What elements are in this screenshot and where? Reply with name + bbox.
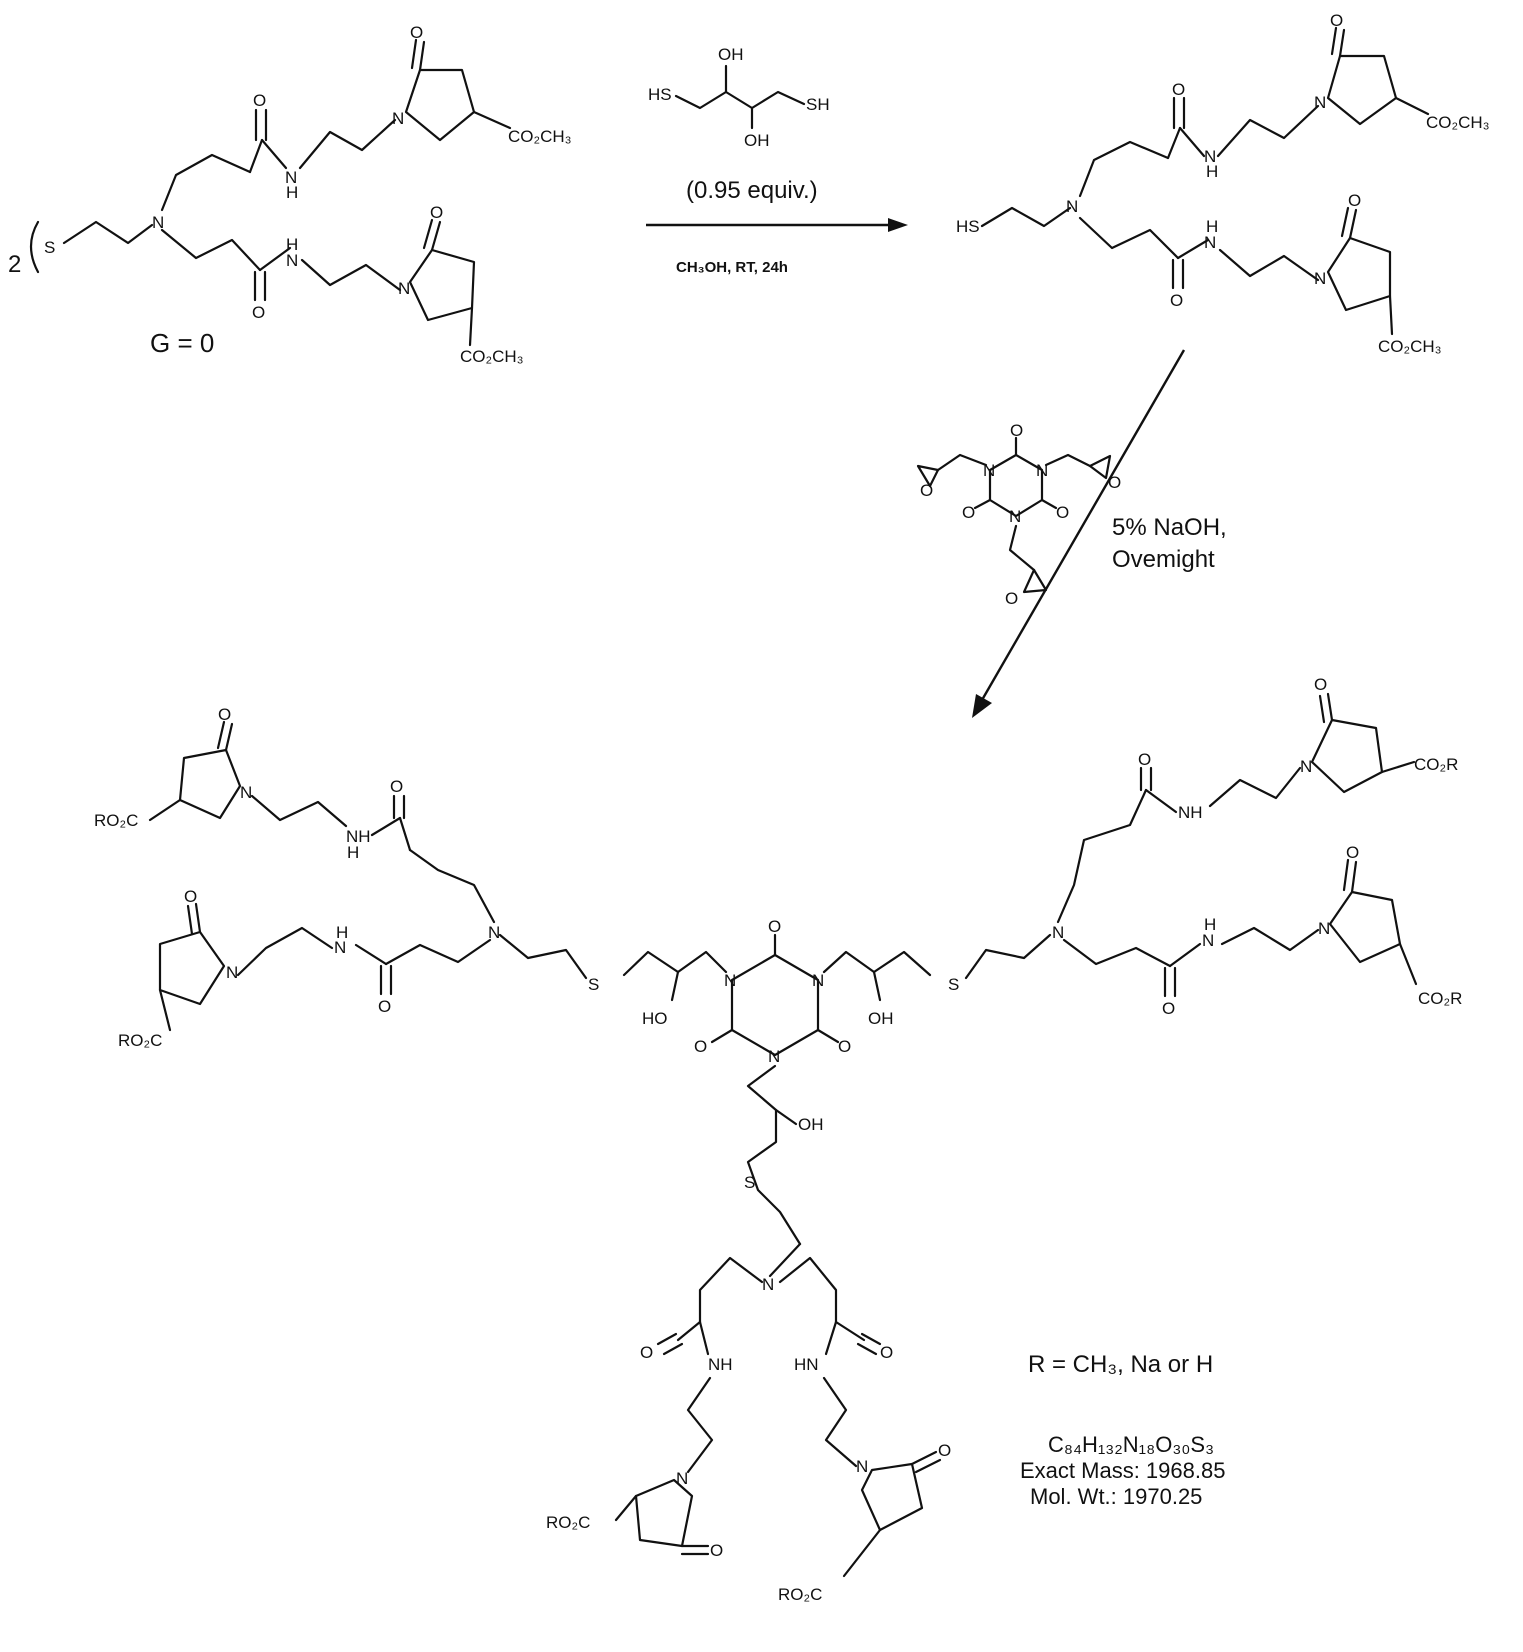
atom-label: N (392, 109, 404, 128)
atom-label: OH (798, 1115, 824, 1134)
atom-label: HS (956, 217, 980, 236)
atom-label: H (1206, 162, 1218, 181)
atom-label: O (1138, 750, 1151, 769)
atom-label: N (398, 279, 410, 298)
molecular-formula: C₈₄H₁₃₂N₁₈O₃₀S₃ (1048, 1432, 1214, 1457)
atom-label: H (347, 843, 359, 862)
atom-label: N (762, 1275, 774, 1294)
atom-label: O (1056, 503, 1069, 522)
atom-label: O (710, 1541, 723, 1560)
atom-label: N (724, 971, 736, 990)
atom-label: N (676, 1469, 688, 1488)
atom-label: O (1170, 291, 1183, 310)
atom-label: O (1346, 843, 1359, 862)
atom-label: O (920, 481, 933, 500)
starting-material-structure: 2 S N O N H N O CO₂CH₃ O H N N O CO₂CH₃ (8, 23, 572, 366)
atom-label: S (44, 238, 55, 257)
atom-label: S (588, 975, 599, 994)
atom-label: N (1314, 93, 1326, 112)
ester-label: CO₂CH₃ (1378, 337, 1442, 356)
atom-label: O (390, 777, 403, 796)
atom-label: O (253, 91, 266, 110)
atom-label: N (1052, 923, 1064, 942)
atom-label: N (856, 1457, 868, 1476)
atom-label: N (1300, 757, 1312, 776)
atom-label: O (768, 917, 781, 936)
ester-label: CO₂CH₃ (1426, 113, 1490, 132)
atom-label: O (1330, 11, 1343, 30)
atom-label: N (1009, 507, 1021, 526)
atom-label: HS (648, 85, 672, 104)
atom-label: N (1314, 269, 1326, 288)
atom-label: O (1314, 675, 1327, 694)
reaction-conditions-1: CH₃OH, RT, 24h (676, 259, 788, 276)
atom-label: O (184, 887, 197, 906)
ester-label: CO₂CH₃ (508, 127, 572, 146)
ester-label: RO₂C (94, 811, 138, 830)
atom-label: NH (708, 1355, 733, 1374)
atom-label: O (218, 705, 231, 724)
atom-label: O (252, 303, 265, 322)
atom-label: SH (806, 95, 830, 114)
atom-label: NH (1178, 803, 1203, 822)
atom-label: O (1172, 80, 1185, 99)
atom-label: N (812, 971, 824, 990)
ester-label: RO₂C (118, 1031, 162, 1050)
reaction-conditions-2-line1: 5% NaOH, (1112, 514, 1227, 541)
atom-label: O (838, 1037, 851, 1056)
atom-label: N (240, 783, 252, 802)
product-dendrimer-structure: N N N O O O HO S N O NH H N O RO₂C O (94, 675, 1462, 1604)
atom-label: O (1005, 589, 1018, 608)
generation-label: G = 0 (150, 328, 214, 358)
dithiothreitol-reagent: HS OH OH SH (0.95 equiv.) (648, 45, 830, 204)
reagent-equiv: (0.95 equiv.) (686, 177, 818, 204)
atom-label: N (334, 938, 346, 957)
atom-label: OH (868, 1009, 894, 1028)
atom-label: HN (794, 1355, 819, 1374)
atom-label: O (694, 1037, 707, 1056)
reaction-arrow-1 (646, 218, 908, 232)
ester-label: CO₂R (1418, 989, 1462, 1008)
atom-label: O (1162, 999, 1175, 1018)
atom-label: HO (642, 1009, 668, 1028)
atom-label: O (378, 997, 391, 1016)
atom-label: O (640, 1343, 653, 1362)
dimer-coefficient: 2 (8, 251, 21, 278)
ester-label: RO₂C (546, 1513, 590, 1532)
atom-label: O (1348, 191, 1361, 210)
molecular-weight: Mol. Wt.: 1970.25 (1030, 1484, 1202, 1509)
atom-label: S (948, 975, 959, 994)
atom-label: O (430, 203, 443, 222)
triglycidyl-isocyanurate-reagent: N N N O O O O O O (918, 421, 1121, 608)
atom-label: O (880, 1343, 893, 1362)
atom-label: N (286, 251, 298, 270)
exact-mass: Exact Mass: 1968.85 (1020, 1458, 1225, 1483)
atom-label: N (1318, 919, 1330, 938)
atom-label: N (1202, 931, 1214, 950)
atom-label: N (1204, 233, 1216, 252)
ester-label: RO₂C (778, 1585, 822, 1604)
atom-label: O (410, 23, 423, 42)
atom-label: O (962, 503, 975, 522)
reaction-conditions-2-line2: Ovemight (1112, 546, 1215, 573)
atom-label: S (744, 1173, 755, 1192)
atom-label: H (286, 183, 298, 202)
ester-label: CO₂CH₃ (460, 347, 524, 366)
atom-label: OH (744, 131, 770, 150)
atom-label: OH (718, 45, 744, 64)
atom-label: O (1010, 421, 1023, 440)
atom-label: N (226, 963, 238, 982)
atom-label: O (938, 1441, 951, 1460)
atom-label: N (1066, 197, 1078, 216)
intermediate-thiol-structure: HS N O N H N O CO₂CH₃ O H N N O CO₂CH₃ (956, 11, 1490, 356)
r-group-definition: R = CH₃, Na or H (1028, 1351, 1213, 1378)
ester-label: CO₂R (1414, 755, 1458, 774)
atom-label: N (768, 1047, 780, 1066)
